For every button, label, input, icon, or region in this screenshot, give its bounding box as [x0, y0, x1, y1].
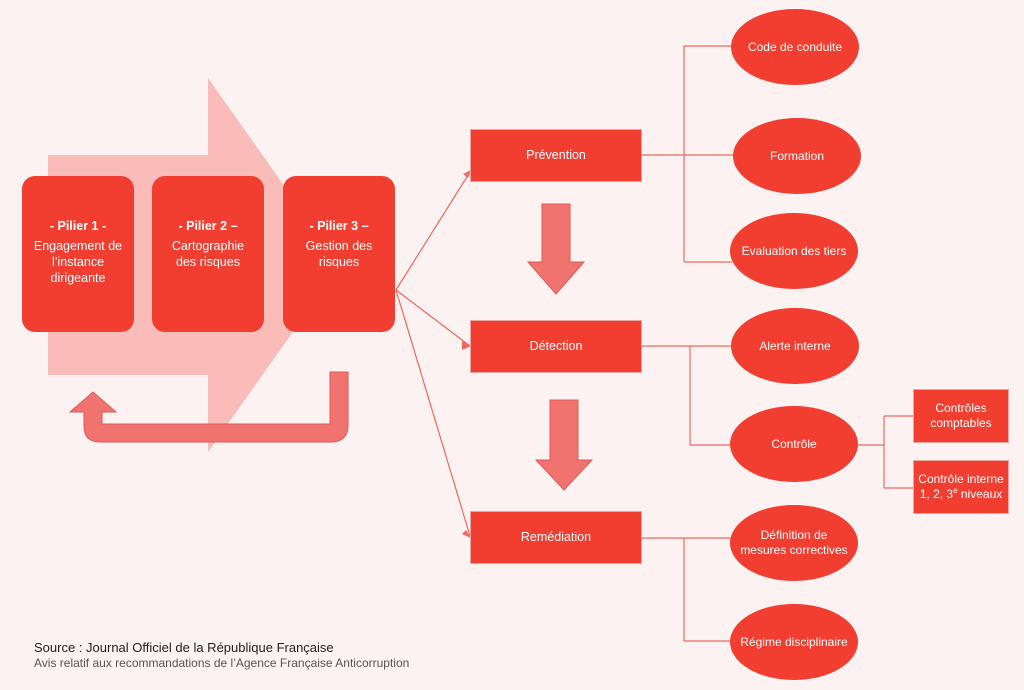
controle-ellipse: Contrôle: [730, 406, 858, 482]
prevention-box: Prévention: [470, 129, 642, 182]
evaluation-tiers-ellipse: Evaluation des tiers: [730, 213, 858, 289]
return-arrow: [68, 371, 349, 443]
remediation-box: Remédiation: [470, 511, 642, 564]
pillar-2-box: - Pilier 2 – Cartographie des risques: [152, 176, 264, 332]
pillar-3-text: Gestion des risques: [305, 239, 373, 269]
pillar-2-text: Cartographie des risques: [171, 239, 245, 269]
pillar-3-title: - Pilier 3 –: [309, 219, 369, 233]
regime-disciplinaire-ellipse: Régime disciplinaire: [730, 604, 858, 680]
code-de-conduite-ellipse: Code de conduite: [731, 9, 859, 85]
controle-interne-main: Contrôle interne 1, 2, 3: [918, 472, 1004, 501]
controle-interne-sup: e: [953, 486, 958, 495]
pillar-1-text: Engagement de l’instance dirigeante: [33, 239, 123, 285]
fan-arrowheads: [462, 170, 471, 538]
formation-ellipse: Formation: [733, 118, 861, 194]
down-arrow-1: [526, 203, 586, 295]
bracket-lines: [642, 45, 913, 642]
controles-comptables-box: Contrôles comptables: [913, 389, 1009, 443]
pillar-3-box: - Pilier 3 – Gestion des risques: [283, 176, 395, 332]
controle-interne-end: niveaux: [957, 487, 1003, 501]
detection-box: Détection: [470, 320, 642, 373]
mesures-correctives-ellipse: Définition de mesures correctives: [730, 505, 858, 581]
pillar-1-title: - Pilier 1 -: [49, 219, 107, 233]
alerte-interne-ellipse: Alerte interne: [731, 308, 859, 384]
pillar-2-title: - Pilier 2 –: [178, 219, 238, 233]
down-arrow-2: [534, 399, 594, 491]
source-line-1: Source : Journal Officiel de la Républiq…: [34, 640, 334, 655]
fan-lines: [395, 171, 471, 537]
controle-interne-text: Contrôle interne 1, 2, 3e niveaux: [914, 472, 1008, 502]
pillar-1-box: - Pilier 1 - Engagement de l’instance di…: [22, 176, 134, 332]
controle-interne-box: Contrôle interne 1, 2, 3e niveaux: [913, 460, 1009, 514]
source-line-2: Avis relatif aux recommandations de l’Ag…: [34, 656, 410, 670]
